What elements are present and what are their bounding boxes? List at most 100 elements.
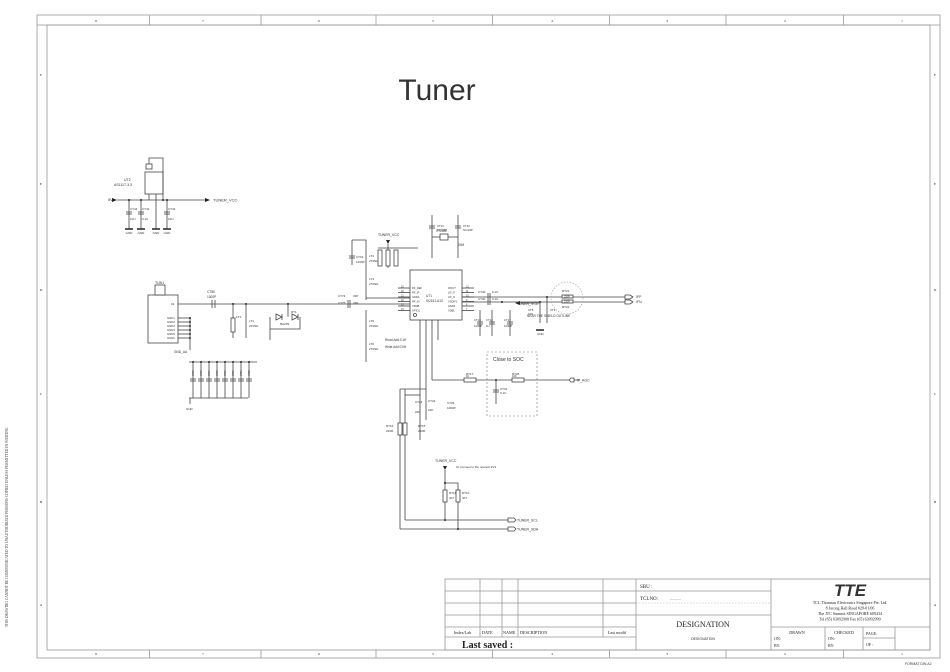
port-if-agc-icon [568, 377, 575, 383]
title-block: Index/Lab DATE NAME DESCRIPTION Last mod… [444, 578, 931, 651]
rt16-ref: RT16 [386, 424, 394, 428]
gnd-pin-label: GND2 [167, 320, 175, 324]
rf-input-chain: CT86 1000P FT1 LT1 270NH DT1 BAV99 [178, 290, 410, 340]
crystal-block: XT2AM 24M CT21 NC/15P CT22 NC/18P [429, 215, 473, 258]
column-label: 2 [784, 19, 786, 23]
i2c-block: RT16 220R RT15 220R CT24 22P CT23 22P CT… [386, 388, 539, 532]
crystal-ref: XT2AM [436, 229, 447, 233]
power-arrow-icon [443, 466, 447, 470]
gnd-label: GND [138, 231, 146, 235]
ct86-value: 1000P [207, 295, 216, 299]
row-label: F [934, 73, 936, 77]
ct86-ref: CT86 [207, 290, 215, 294]
ic-pin-name: VDBL [448, 309, 455, 313]
rev-header-description: DESCRIPTION [520, 630, 547, 635]
ct19-value: 1200P [356, 260, 365, 264]
net-tuner-scl: TUNER_SCL [517, 519, 538, 523]
ct75-ref: CT75 [338, 301, 346, 305]
format-label: FORMAT DIN A2 [905, 662, 932, 666]
column-label: 7 [202, 652, 204, 656]
column-label: 6 [318, 19, 320, 23]
company-info-line: TCL Thomson Electronics Singapore Pte. L… [813, 600, 887, 605]
rt21-ref: RT21 [562, 289, 570, 293]
lt1-value: 270NH [249, 324, 258, 328]
net-5v: 5V [108, 197, 113, 202]
bypass-cap-ref: CT45 [193, 370, 195, 376]
row-label: D [934, 288, 937, 292]
ct30-value: 0.1U [492, 297, 498, 301]
rev-header-last-modif: Last modif [608, 630, 627, 635]
ct24-ref: CT24 [415, 400, 423, 404]
rev-header-date: DATE [482, 630, 493, 635]
ft1-ref: FT1 [236, 315, 242, 319]
row-label: A [40, 603, 43, 607]
tuner-pin: 01 [171, 302, 175, 306]
lt4-value: 270NH [369, 282, 378, 286]
rt11-ref: RT11 [449, 491, 456, 495]
company-logo: TTE [834, 581, 867, 600]
rt10-value: 4K7 [462, 496, 468, 500]
row-label: A [934, 603, 937, 607]
column-label: 6 [318, 652, 320, 656]
reg-part: AS1117-3.3 [114, 183, 132, 187]
ic-pin-name: LIF_N [448, 295, 455, 299]
bypass-cap-ref: CT48 [217, 370, 219, 376]
bypass-cap-ref: CT46 [201, 370, 203, 376]
rt11-value: 4K7 [449, 496, 455, 500]
ct22-ref: CT22 [463, 224, 470, 228]
ic-pin-name: RF_IP [412, 291, 420, 295]
ic-pin-name: VDDB [412, 304, 419, 308]
if-cap-value: 1200P [504, 324, 512, 328]
ct23-value: 22P [428, 408, 433, 412]
ic-pin-name: RF_IN [412, 300, 420, 304]
cap-value: 10U [168, 217, 174, 221]
ct74-value: 33P [353, 294, 358, 298]
port-scl-icon [507, 517, 517, 523]
row-label: E [934, 182, 936, 186]
pullup-net: TUNER_VCC [435, 459, 457, 463]
crystal-icon [439, 233, 449, 241]
row-label: B [40, 500, 43, 504]
if-cap-ref: CT8 [528, 308, 534, 312]
rt21-value: 220R [564, 296, 570, 299]
rev-header-index: Index/Lab [454, 630, 471, 635]
ct31-value: 0.1U [500, 391, 506, 395]
rev-header-name: NAME [503, 630, 516, 635]
ic-pin-num: 7 [466, 308, 468, 311]
supply-filter: TUNER_VCC CT19 1200P LT3 270NH LT4 270NH… [338, 233, 418, 362]
ic-pin-name: GNDA [412, 295, 420, 299]
page-title: Tuner [398, 74, 475, 107]
drawn-by: BY: [774, 643, 780, 648]
lt5-value: 270NH [369, 324, 378, 328]
ic-ref: UT1 [426, 294, 432, 298]
cap-value: 0.1U [142, 217, 148, 221]
column-label: 8 [95, 19, 97, 23]
gnd-aa-label: GND_AA [174, 350, 188, 354]
ct25-ref: CT25 [447, 401, 455, 405]
ic-pin-num: 19 [401, 286, 404, 289]
shield-outline [550, 281, 584, 315]
net-if-agc: IF_AGC [577, 379, 590, 383]
agc-block: RT17 1K Close to SOC CT31 0.1U RT26 10K … [432, 351, 590, 417]
if-cap-ref: CT17 [504, 318, 511, 322]
cap-value: 10U [130, 217, 136, 221]
ic-pin-num: 20 [401, 290, 404, 293]
port-ifn-icon [624, 299, 634, 305]
column-label: 7 [202, 19, 204, 23]
ic-pin-num: 23 [401, 304, 404, 307]
last-saved-label: Last saved : [462, 640, 513, 651]
column-label: 5 [432, 652, 434, 656]
diode-icon [275, 313, 283, 321]
diode-icon [291, 313, 299, 321]
checked-on: ON: [828, 636, 835, 641]
rt22-ref: RT22 [562, 305, 570, 309]
if-cap-value: 1U [486, 324, 490, 328]
lt4-ref: LT4 [369, 277, 374, 281]
column-label: 4 [551, 19, 553, 23]
dt1-part: BAV99 [280, 322, 289, 326]
cap-ref: CT42 [142, 207, 150, 211]
rt17-value: 1K [466, 374, 469, 378]
ct31-ref: CT31 [500, 387, 508, 391]
